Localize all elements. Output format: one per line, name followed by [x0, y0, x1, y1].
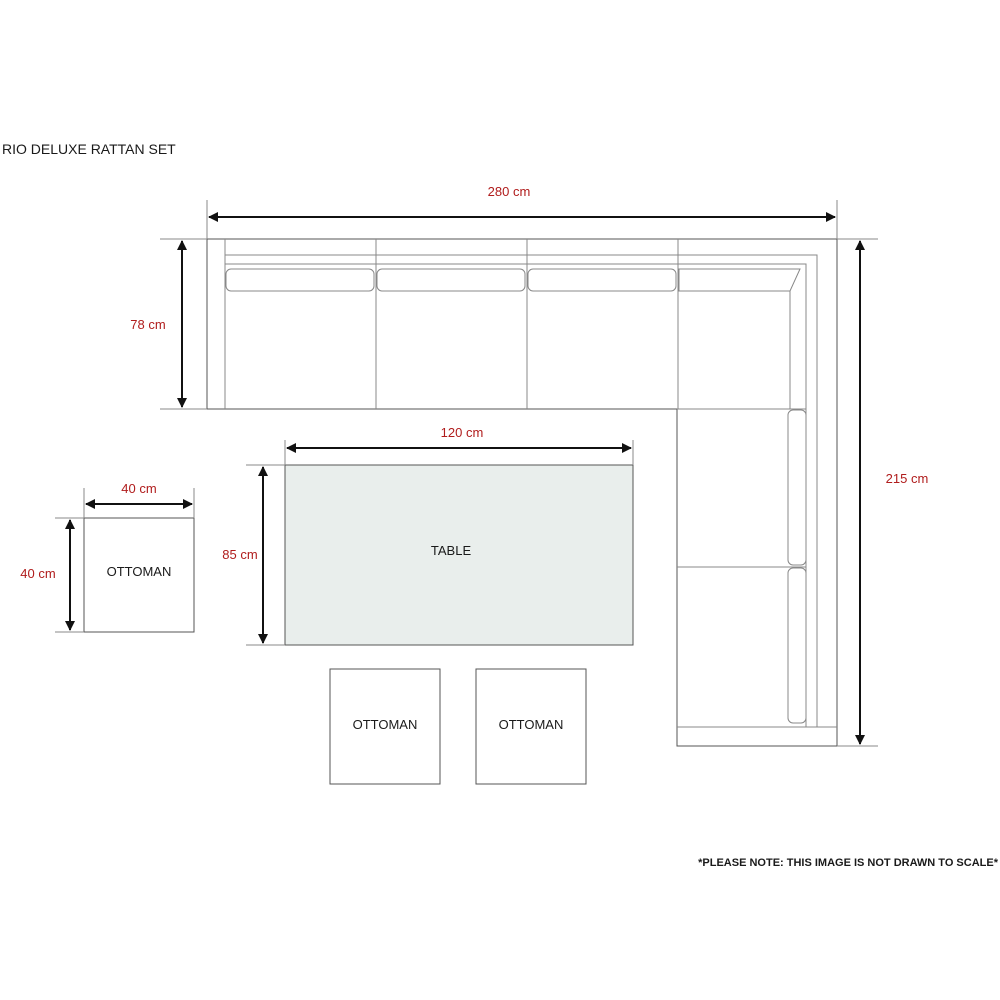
scale-note: *PLEASE NOTE: THIS IMAGE IS NOT DRAWN TO… — [698, 857, 999, 869]
ottoman-outline — [475, 668, 587, 785]
ottoman-left-label: OTTOMAN — [107, 564, 172, 579]
diagram-title: RIO DELUXE RATTAN SET — [2, 141, 176, 157]
ottoman-outline — [329, 668, 441, 785]
table-depth-label: 85 cm — [222, 547, 257, 562]
sofa-width-label: 280 cm — [488, 184, 531, 199]
back-cushion-side — [787, 567, 807, 724]
ottoman-left: OTTOMAN — [55, 488, 195, 633]
table-width-label: 120 cm — [441, 425, 484, 440]
back-cushion-side — [787, 409, 807, 566]
back-cushion — [527, 268, 677, 292]
back-cushion — [376, 268, 526, 292]
coffee-table: TABLE — [246, 440, 634, 646]
ottoman-depth-label: 40 cm — [20, 566, 55, 581]
back-cushion-corner — [678, 268, 801, 292]
ottoman-width-label: 40 cm — [121, 481, 156, 496]
ottoman-right-label: OTTOMAN — [499, 717, 564, 732]
table-label: TABLE — [431, 543, 472, 558]
table-top — [284, 464, 634, 646]
corner-sofa — [160, 200, 878, 747]
ottoman-outline — [83, 517, 195, 633]
ottoman-right: OTTOMAN — [475, 668, 587, 785]
sofa-back-inner — [225, 254, 818, 727]
back-cushion — [225, 268, 375, 292]
ottoman-center: OTTOMAN — [329, 668, 441, 785]
sofa-depth-label: 78 cm — [130, 317, 165, 332]
ottoman-center-label: OTTOMAN — [353, 717, 418, 732]
sofa-length-label: 215 cm — [886, 471, 929, 486]
